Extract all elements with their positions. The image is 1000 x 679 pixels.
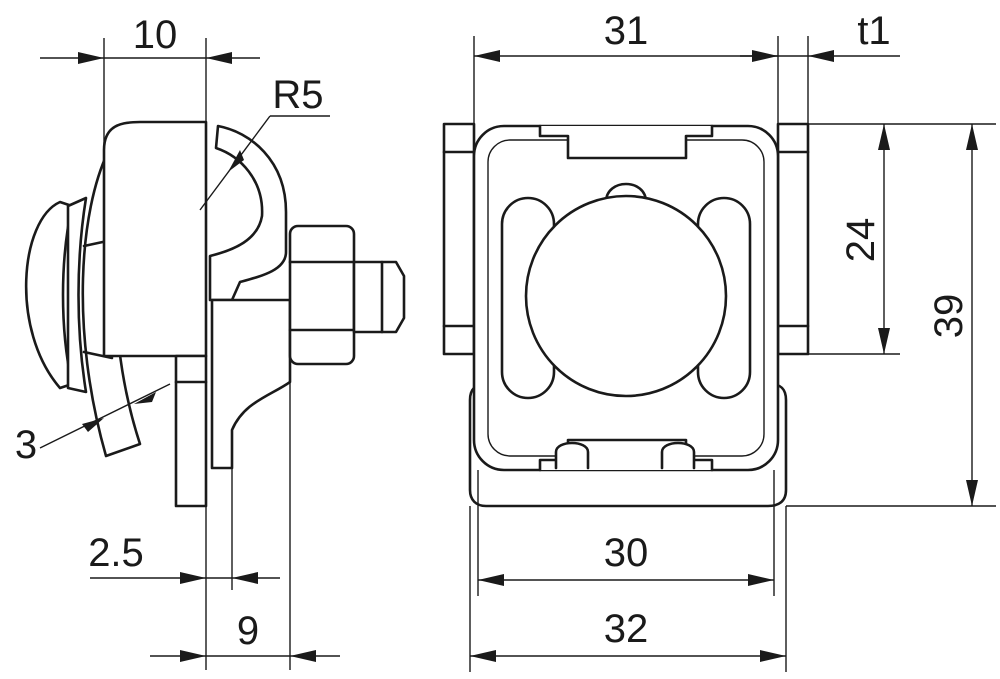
- body-block: [102, 120, 208, 358]
- flange-plate: [174, 354, 208, 508]
- dim-31: 31: [604, 9, 649, 53]
- dim-9: 9: [237, 609, 259, 653]
- dim-30: 30: [604, 531, 649, 575]
- dim-24: 24: [839, 218, 883, 263]
- front-view: [442, 122, 810, 508]
- dimension-lines: [39, 36, 996, 672]
- bottom-stud-left: [554, 441, 590, 470]
- hex-nut: [288, 224, 356, 366]
- hook: [208, 124, 288, 302]
- dim-2-5: 2.5: [88, 531, 144, 575]
- dim-3: 3: [15, 423, 37, 467]
- dim-39: 39: [927, 294, 971, 339]
- washer: [66, 196, 88, 394]
- dim-10: 10: [133, 13, 178, 57]
- round-head: [524, 194, 728, 398]
- dome-cap: [24, 200, 74, 390]
- dim-r5: R5: [272, 73, 323, 117]
- side-view: [24, 120, 406, 508]
- dim-t1: t1: [857, 9, 890, 53]
- top-tab: [538, 124, 714, 160]
- right-ear: [776, 122, 810, 356]
- dimension-labels: 10 R5 3 2.5 9 31 t1 24 39 30 32: [15, 9, 971, 653]
- bolt-end: [352, 260, 406, 334]
- left-ear: [442, 122, 476, 356]
- bottom-stud-right: [660, 441, 696, 470]
- neck: [210, 298, 292, 470]
- dim-32: 32: [604, 607, 649, 651]
